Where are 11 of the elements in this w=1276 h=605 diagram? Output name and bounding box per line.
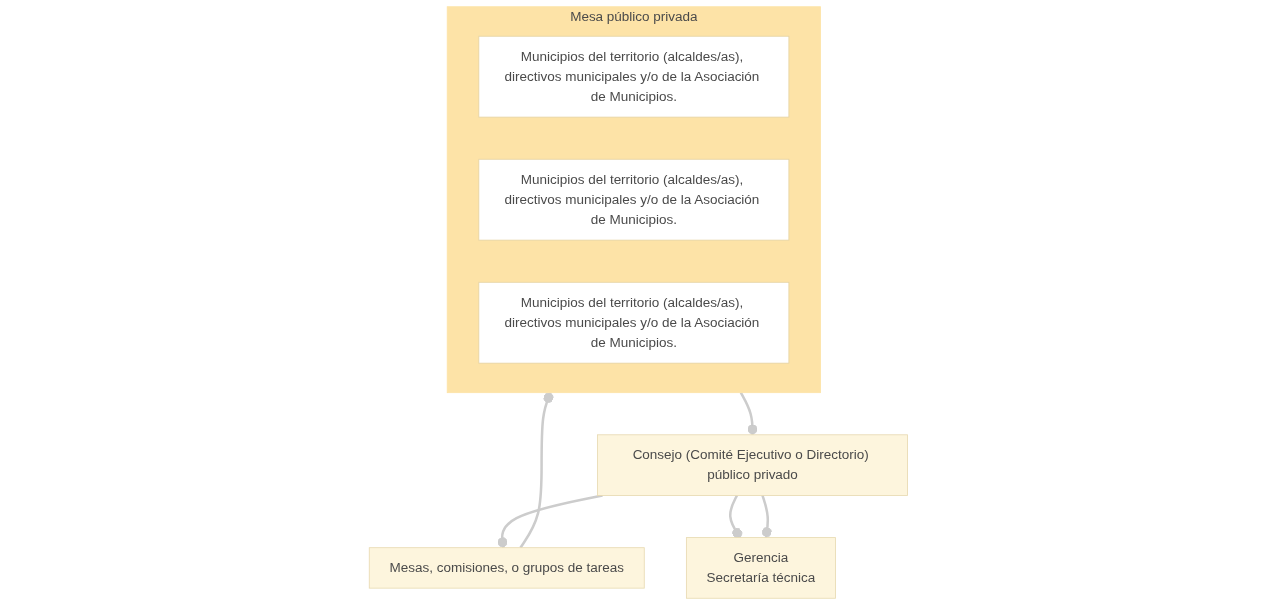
node-box: Municipios del territorio (alcaldes/as), directivos municipales y/o de la Asociación de Municipios. bbox=[477, 35, 789, 118]
node-box: Municipios del territorio (alcaldes/as), directivos municipales y/o de la Asociación de Municipios. bbox=[477, 281, 789, 364]
node-box: Consejo (Comité Ejecutivo o Directorio) público privado bbox=[596, 434, 908, 496]
connector bbox=[519, 392, 554, 549]
node-box: Mesas, comisiones, o grupos de tareas bbox=[368, 547, 645, 589]
node-box: Municipios del territorio (alcaldes/as), directivos municipales y/o de la Asociación de Municipios. bbox=[477, 158, 789, 241]
node-box: Gerencia Secretaría técnica bbox=[685, 537, 836, 599]
connector bbox=[739, 392, 758, 435]
connector bbox=[497, 494, 603, 548]
connector bbox=[728, 494, 742, 539]
connector bbox=[760, 495, 772, 538]
